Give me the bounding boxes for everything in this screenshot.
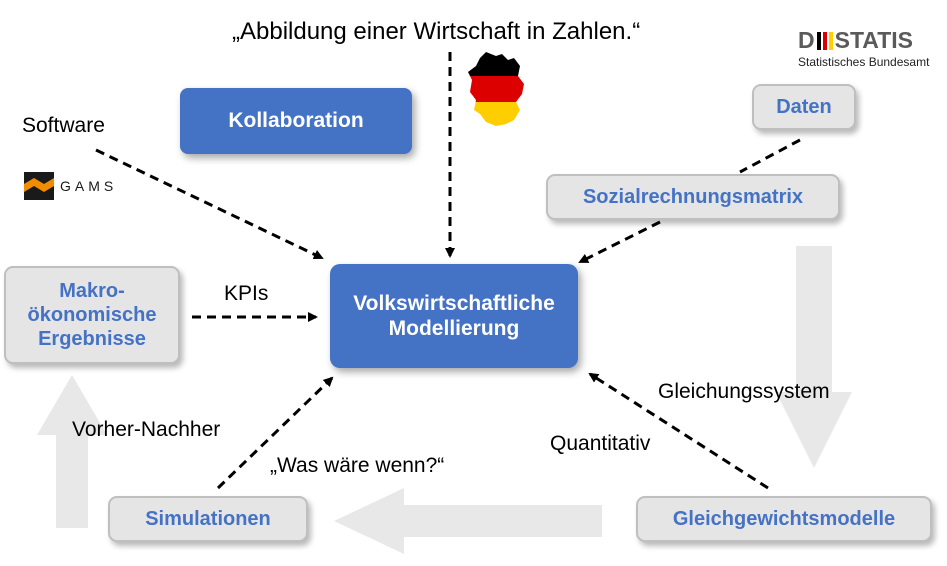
gams-logo-icon [24, 172, 54, 200]
gleichgewicht-label: Gleichgewichtsmodelle [672, 508, 896, 530]
kollaboration-box: Kollaboration [180, 88, 412, 154]
software-label: Software [22, 114, 105, 137]
arrow-software-to-center [95, 148, 324, 260]
germany-map-icon [468, 52, 524, 126]
cycle-arrow-down [776, 246, 852, 468]
cycle-arrow-left [334, 488, 602, 554]
arrow-sam-to-center [578, 220, 661, 264]
makro-label-line3: Ergebnisse [38, 328, 146, 350]
sam-label: Sozialrechnungsmatrix [582, 186, 804, 208]
line-daten-to-sam [739, 138, 801, 174]
quantitativ-label: Quantitativ [550, 432, 651, 455]
destatis-subtitle: Statistisches Bundesamt [798, 55, 930, 69]
destatis-logo-wordmark: D STATIS [798, 27, 913, 53]
simulationen-label: Simulationen [145, 508, 271, 530]
gams-logo-text: GAMS [60, 178, 118, 194]
was-waere-wenn-label: „Was wäre wenn?“ [270, 454, 445, 477]
destatis-flag-bars-icon [816, 32, 833, 50]
daten-box: Daten [752, 84, 856, 130]
vorher-nachher-label: Vorher-Nachher [72, 418, 221, 441]
daten-label: Daten [776, 96, 832, 118]
makro-box: Makro- ökonomische Ergebnisse [4, 266, 180, 364]
center-box: Volkswirtschaftliche Modellierung [330, 264, 578, 368]
center-label-line2: Modellierung [388, 317, 520, 340]
arrow-gleichgewicht-to-center [588, 372, 769, 490]
makro-label-line2: ökonomische [27, 304, 157, 326]
quote-title: „Abbildung einer Wirtschaft in Zahlen.“ [232, 18, 641, 45]
simulationen-box: Simulationen [108, 496, 308, 542]
cycle-arrow-up [37, 375, 107, 528]
arrow-simulationen-to-center [216, 376, 334, 490]
gleichungssystem-label: Gleichungssystem [658, 380, 830, 403]
gleichgewicht-box: Gleichgewichtsmodelle [636, 496, 932, 542]
makro-label-line1: Makro- [59, 280, 125, 302]
sam-box: Sozialrechnungsmatrix [546, 174, 840, 220]
destatis-logo: D STATIS Statistisches Bundesamt [798, 28, 943, 76]
gams-logo: GAMS [24, 172, 117, 200]
kpis-label: KPIs [224, 282, 269, 305]
kollaboration-label: Kollaboration [228, 109, 364, 133]
center-label-line1: Volkswirtschaftliche [353, 291, 555, 315]
